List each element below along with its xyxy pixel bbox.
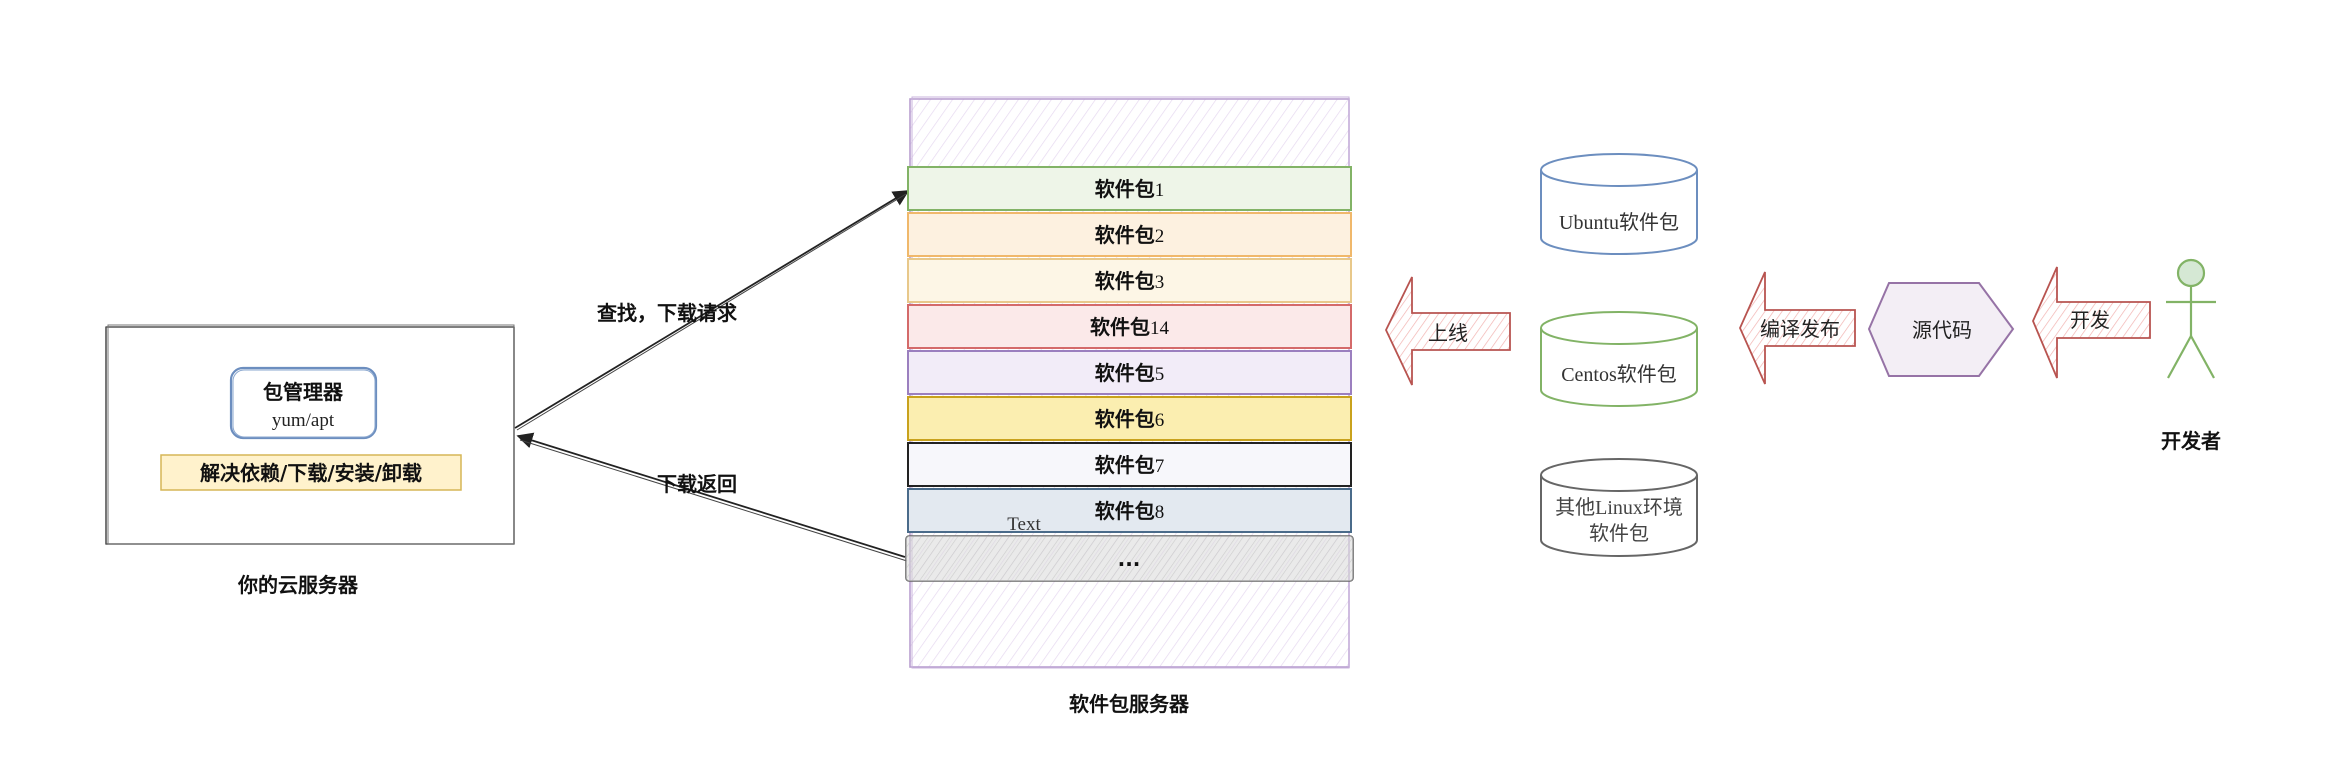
package-row-label: 软件包14 [1090, 315, 1170, 339]
source-code-node: 源代码 [1867, 282, 2015, 377]
package-row-box [907, 350, 1352, 395]
package-name: 软件包 [1095, 453, 1155, 477]
response-arrow [516, 432, 908, 562]
ubuntu-repo-cylinder: Ubuntu软件包 [1540, 153, 1698, 255]
capabilities-box: 解决依赖/下载/安装/卸载 [160, 454, 462, 491]
package-name: 软件包 [1095, 499, 1155, 523]
package-name: 软件包 [1095, 223, 1155, 247]
package-manager-subtitle: yum/apt [272, 410, 335, 431]
package-row: 软件包1 [907, 166, 1352, 211]
package-row-box [907, 396, 1352, 441]
package-row: 软件包14 [907, 304, 1352, 349]
developer-actor-icon [2166, 258, 2216, 379]
more-packages-text: ... [1118, 547, 1141, 571]
cloud-server-label: 你的云服务器 [237, 573, 359, 597]
package-row-box [907, 304, 1352, 349]
package-number: 8 [1155, 502, 1165, 523]
centos-repo-label: Centos软件包 [1561, 363, 1677, 386]
package-name: 软件包 [1095, 407, 1155, 431]
package-row-label: 软件包2 [1095, 223, 1165, 247]
develop-arrow-label: 开发 [2070, 308, 2110, 332]
package-row-label: 软件包3 [1095, 269, 1165, 293]
ubuntu-repo-label: Ubuntu软件包 [1559, 211, 1679, 234]
package-row-label: 软件包8 [1095, 499, 1165, 523]
response-arrow-label: 下载返回 [657, 472, 737, 496]
other-repo-label-line2: 软件包 [1589, 522, 1649, 545]
package-row-label: 软件包6 [1095, 407, 1165, 431]
package-row: 软件包2 [907, 212, 1352, 257]
package-row-box [907, 488, 1352, 533]
package-number: 7 [1155, 456, 1165, 477]
package-name: 软件包 [1095, 177, 1155, 201]
centos-repo-cylinder: Centos软件包 [1540, 311, 1698, 407]
stray-text-label: Text [1007, 514, 1041, 535]
package-row: 软件包8 [907, 488, 1352, 533]
package-row-label: 软件包5 [1095, 361, 1165, 385]
request-arrow-label: 查找，下载请求 [597, 301, 738, 325]
package-number: 5 [1155, 364, 1165, 385]
package-number: 2 [1155, 226, 1165, 247]
developer-label: 开发者 [2161, 429, 2221, 453]
package-row-box [907, 258, 1352, 303]
package-server-label: 软件包服务器 [1069, 692, 1190, 716]
package-row: 软件包3 [907, 258, 1352, 303]
other-linux-repo-cylinder: 其他Linux环境 软件包 [1540, 458, 1698, 557]
publish-arrow-label: 上线 [1428, 321, 1468, 345]
compile-arrow: 编译发布 [1739, 271, 1856, 385]
develop-arrow: 开发 [2032, 266, 2151, 379]
repository-list: Ubuntu软件包 Centos软件包 其他Linux环境 软件包 [1540, 153, 1698, 557]
source-code-label: 源代码 [1912, 318, 1972, 342]
package-row: 软件包5 [907, 350, 1352, 395]
more-packages-row: ... [905, 535, 1354, 582]
package-row: 软件包6 [907, 396, 1352, 441]
other-repo-label-line1: 其他Linux环境 [1555, 496, 1683, 519]
publish-arrow: 上线 [1385, 276, 1511, 386]
request-arrow [514, 190, 910, 431]
package-number: 6 [1155, 410, 1165, 431]
package-name: 软件包 [1095, 361, 1155, 385]
package-manager-box: 包管理器 yum/apt [229, 366, 378, 440]
package-row-label: 软件包1 [1095, 177, 1165, 201]
package-number: 3 [1155, 272, 1165, 293]
package-row-box [907, 442, 1352, 487]
package-name: 软件包 [1090, 315, 1150, 339]
package-manager-title: 包管理器 [263, 380, 344, 404]
package-row-label: 软件包7 [1095, 453, 1165, 477]
compile-arrow-label: 编译发布 [1760, 317, 1840, 341]
cloud-server-node: 包管理器 yum/apt 解决依赖/下载/安装/卸载 [105, 324, 515, 545]
package-row-box [907, 166, 1352, 211]
package-number: 14 [1150, 318, 1170, 339]
package-number: 1 [1155, 180, 1165, 201]
package-name: 软件包 [1095, 269, 1155, 293]
package-row-box [907, 212, 1352, 257]
package-row: 软件包7 [907, 442, 1352, 487]
capabilities-text: 解决依赖/下载/安装/卸载 [200, 461, 422, 485]
